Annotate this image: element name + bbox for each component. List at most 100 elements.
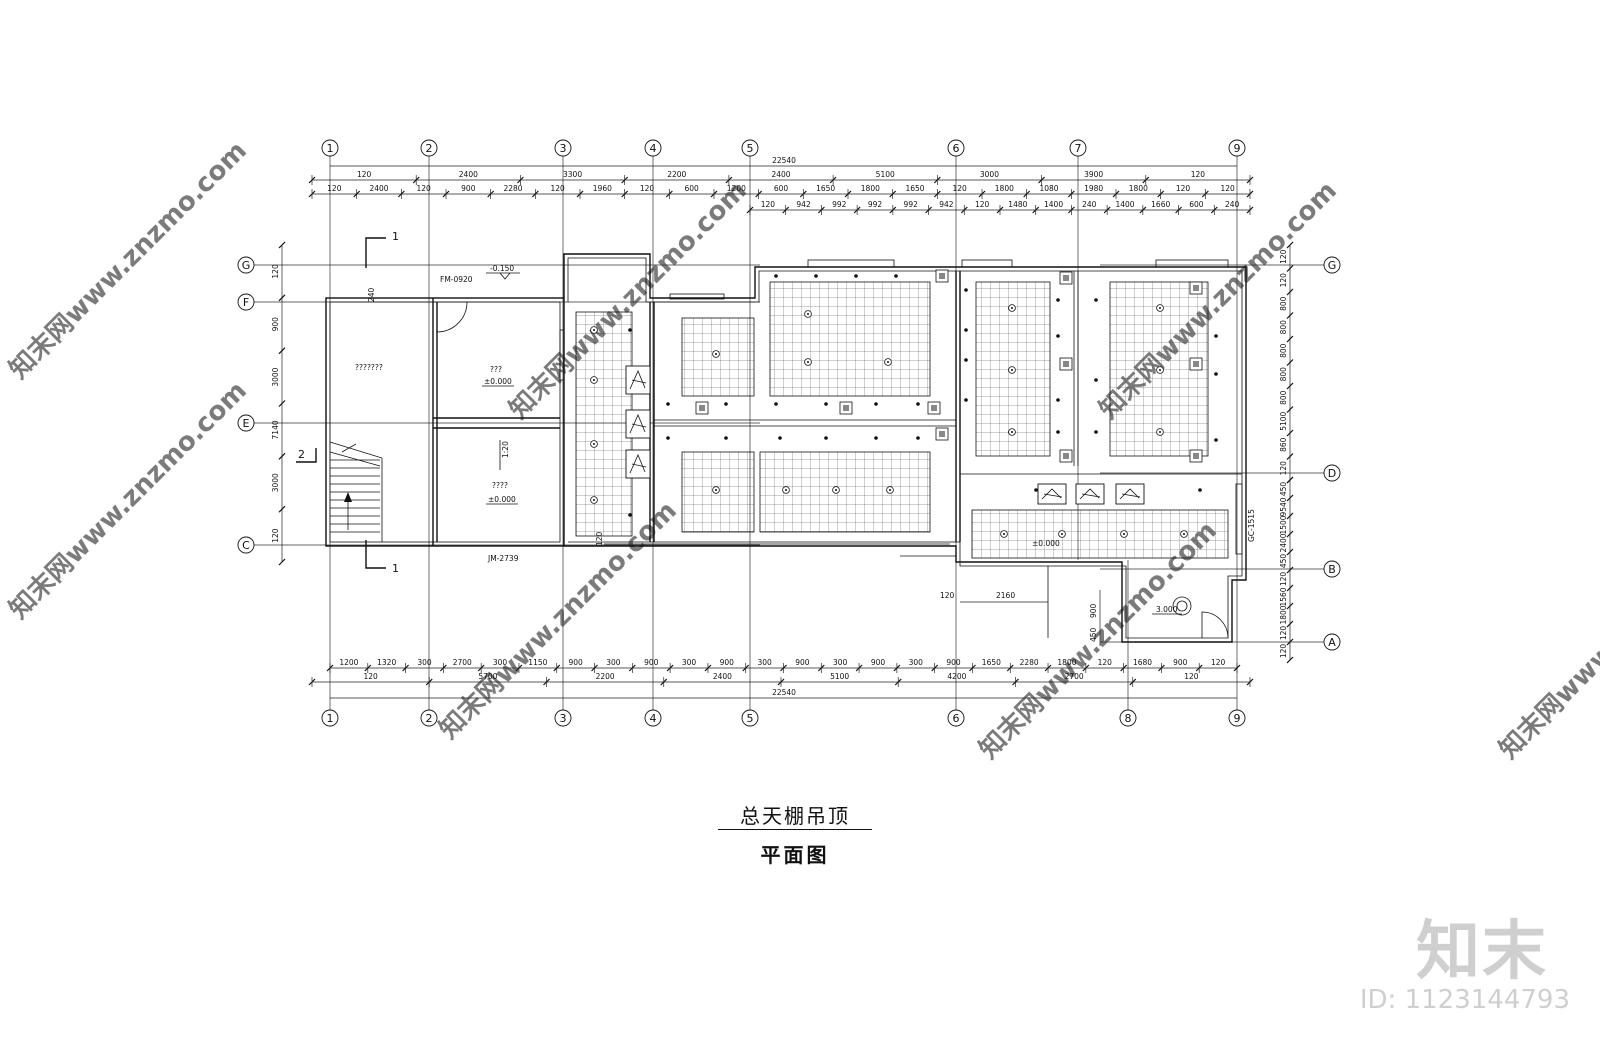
axis-bubble [1323, 560, 1341, 578]
downlight-center [1183, 533, 1185, 535]
dim-top-row3-label: 240 [1225, 200, 1240, 209]
dim-label: 900 [1089, 603, 1098, 618]
axis-bubble [644, 709, 662, 727]
downlight-center [715, 353, 717, 355]
dim-top-row2-label: 2280 [503, 184, 522, 193]
title-underline [718, 829, 872, 830]
dim-right-a-label: 5100 [1279, 411, 1288, 430]
axis-bubble [1228, 139, 1246, 157]
dim-top-row3-label: 1400 [1115, 200, 1134, 209]
axis-bubble [554, 139, 572, 157]
vent-inner [1063, 361, 1069, 367]
level-mark: ±0.000 [1032, 539, 1060, 548]
dim-left-label: 120 [271, 264, 280, 279]
dim-right-a-tick [1286, 406, 1294, 413]
level-mark: ±0.000 [484, 377, 512, 386]
downlight-center [593, 329, 595, 331]
vent-inner [1193, 453, 1199, 459]
dim-right-a-tick [1286, 382, 1294, 390]
feature-panel [1115, 483, 1145, 505]
dim-bot-row1-label: 300 [757, 658, 772, 667]
fixture-dot [1214, 334, 1218, 338]
dim-top-row2-label: 1800 [1129, 184, 1148, 193]
dim-top-row3-label: 942 [939, 200, 954, 209]
axis-bubble-label: 1 [327, 712, 334, 725]
dim-top-row2-label: 1800 [995, 184, 1014, 193]
axis-bubble-label: 3 [560, 142, 567, 155]
fixture-dot [824, 402, 828, 406]
room-name: ??????? [355, 363, 383, 372]
fixture-dot [666, 436, 670, 440]
vent-inner [939, 273, 945, 279]
axis-bubble [1323, 633, 1341, 651]
vent-inner [931, 405, 937, 411]
dim-left-label: 3000 [271, 367, 280, 386]
dim-right-b-tick [1286, 566, 1294, 574]
fixture-dot [666, 402, 670, 406]
dim-bot-row1-label: 900 [871, 658, 886, 667]
door-tag: FM-0920 [440, 275, 473, 284]
dim-bot-row1-label: 1800 [1057, 658, 1076, 667]
dim-left-tick [278, 452, 286, 460]
fixture-dot [724, 402, 728, 406]
dim-right-a-label: 120 [1279, 249, 1288, 264]
dim-right-b-tick [1286, 548, 1294, 556]
dim-top-row3-label: 600 [1189, 200, 1204, 209]
dim-top-row2-label: 600 [774, 184, 789, 193]
room-labels: ??????? ??? ±0.000 ???? ±0.000 1:20 FM-0… [296, 230, 1256, 646]
dim-right-a-label: 800 [1279, 320, 1288, 335]
dim-bot-row2-label: 2400 [713, 672, 732, 681]
dim-bot-row1-label: 900 [1173, 658, 1188, 667]
watermark-layer: 知末网www.znzmo.com 知末网www.znzmo.com 知末网www… [4, 136, 1600, 765]
vent-inner [1193, 361, 1199, 367]
fixture-dot [814, 274, 818, 278]
downlight-center [807, 313, 809, 315]
dim-top-row1-label: 120 [357, 170, 372, 179]
dim-right-b-tick [1286, 494, 1294, 502]
dim-left-label: 7140 [271, 420, 280, 439]
section-mark: 2 [298, 448, 305, 461]
dim-right-b-label: 1560 [1279, 587, 1288, 606]
axis-bubble-label: G [1328, 259, 1337, 272]
axis-bubble [237, 256, 255, 274]
axis-bubble-label: C [242, 539, 250, 552]
downlight-center [1159, 431, 1161, 433]
fixture-dot [894, 274, 898, 278]
dim-label: 2160 [996, 591, 1015, 600]
dim-right-a-label: 860 [1279, 437, 1288, 452]
fixture-dot [1094, 378, 1098, 382]
dim-top-row3-label: 992 [868, 200, 883, 209]
dim-bot-row1-label: 300 [606, 658, 621, 667]
downlight-center [835, 489, 837, 491]
dim-left-label: 120 [271, 528, 280, 543]
dim-top-row2-label: 900 [461, 184, 476, 193]
room-name: ??? [490, 365, 502, 374]
door-swing [436, 301, 468, 333]
dim-left-tick [278, 400, 286, 407]
dim-right-b-tick [1286, 584, 1294, 592]
vent-inner [699, 405, 705, 411]
downlight-center [1159, 369, 1161, 371]
dim-label: 240 [367, 287, 376, 302]
fixture-dot [874, 402, 878, 406]
axis-bubble-label: 5 [747, 142, 754, 155]
fixture-dot [1094, 298, 1098, 302]
dim-right-b-label: 450 [1279, 554, 1288, 569]
dim-bot-row2-label: 4200 [947, 672, 966, 681]
dim-bot-row1-label: 1320 [377, 658, 396, 667]
fixture-dot [1214, 438, 1218, 442]
dim-left-tick [278, 558, 286, 566]
dim-top-row3-label: 1660 [1151, 200, 1170, 209]
dim-bot-row2-label: 120 [363, 672, 378, 681]
level-mark: -0.150 [490, 264, 514, 273]
tile-grid [575, 311, 633, 537]
feature-panel [625, 365, 651, 395]
dim-right-b-label: 2400 [1279, 533, 1288, 552]
dim-right-b-label: 9540 [1279, 497, 1288, 516]
dim-left-label: 900 [271, 317, 280, 332]
dim-top-row2-label: 1650 [905, 184, 924, 193]
dim-right-b-tick [1286, 602, 1294, 610]
